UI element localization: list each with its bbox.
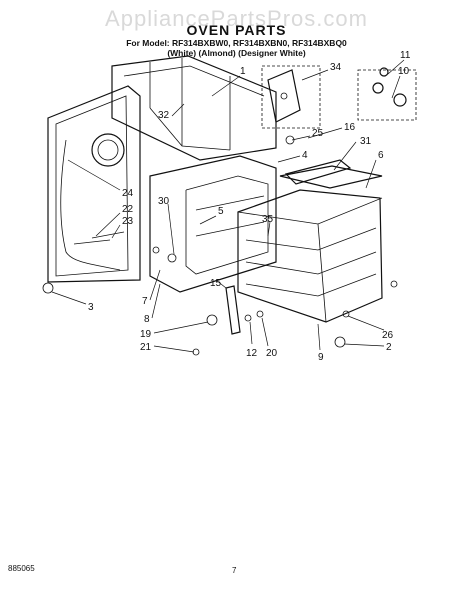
control-knob [357, 67, 417, 121]
bracket-assembly [261, 65, 321, 129]
callout-5: 5 [218, 206, 224, 217]
callout-25: 25 [312, 128, 324, 139]
callout-23: 23 [122, 216, 134, 227]
document-number: 885065 [8, 564, 35, 573]
callout-35: 35 [262, 214, 274, 225]
callout-24: 24 [122, 188, 134, 199]
callout-1: 1 [240, 66, 246, 77]
color-variants: (White) (Almond) (Designer White) [167, 48, 306, 58]
oven-cavity [237, 165, 383, 323]
callout-30: 30 [158, 196, 170, 207]
model-list: For Model: RF314BXBW0, RF314BXBN0, RF314… [126, 38, 347, 48]
callout-19: 19 [140, 329, 152, 340]
callout-7: 7 [142, 296, 148, 307]
back-panel [47, 85, 141, 283]
callout-8: 8 [144, 314, 150, 325]
callout-12: 12 [246, 348, 258, 359]
callout-2: 2 [386, 342, 392, 353]
broil-element [284, 159, 352, 185]
callout-15: 15 [210, 278, 222, 289]
lower-bracket [42, 135, 398, 356]
callout-26: 26 [382, 330, 394, 341]
leader-lines [51, 59, 405, 353]
callout-16: 16 [344, 122, 356, 133]
callout-32: 32 [158, 110, 170, 121]
watermark: AppliancePartsPros.com [105, 6, 368, 31]
center-frame [149, 155, 277, 293]
callout-4: 4 [302, 150, 308, 161]
callout-20: 20 [266, 348, 278, 359]
callout-21: 21 [140, 342, 152, 353]
page-number: 7 [232, 566, 237, 575]
callout-10: 10 [398, 66, 410, 77]
part-callouts: 1 2 3 4 5 6 7 8 9 10 11 12 15 16 19 20 2… [88, 50, 411, 363]
callout-34: 34 [330, 62, 342, 73]
callout-6: 6 [378, 150, 384, 161]
callout-22: 22 [122, 204, 134, 215]
page-title: OVEN PARTS [186, 22, 287, 38]
callout-31: 31 [360, 136, 372, 147]
callout-11: 11 [400, 50, 411, 61]
callout-9: 9 [318, 352, 324, 363]
callout-3: 3 [88, 302, 94, 313]
upper-frame [111, 55, 277, 161]
